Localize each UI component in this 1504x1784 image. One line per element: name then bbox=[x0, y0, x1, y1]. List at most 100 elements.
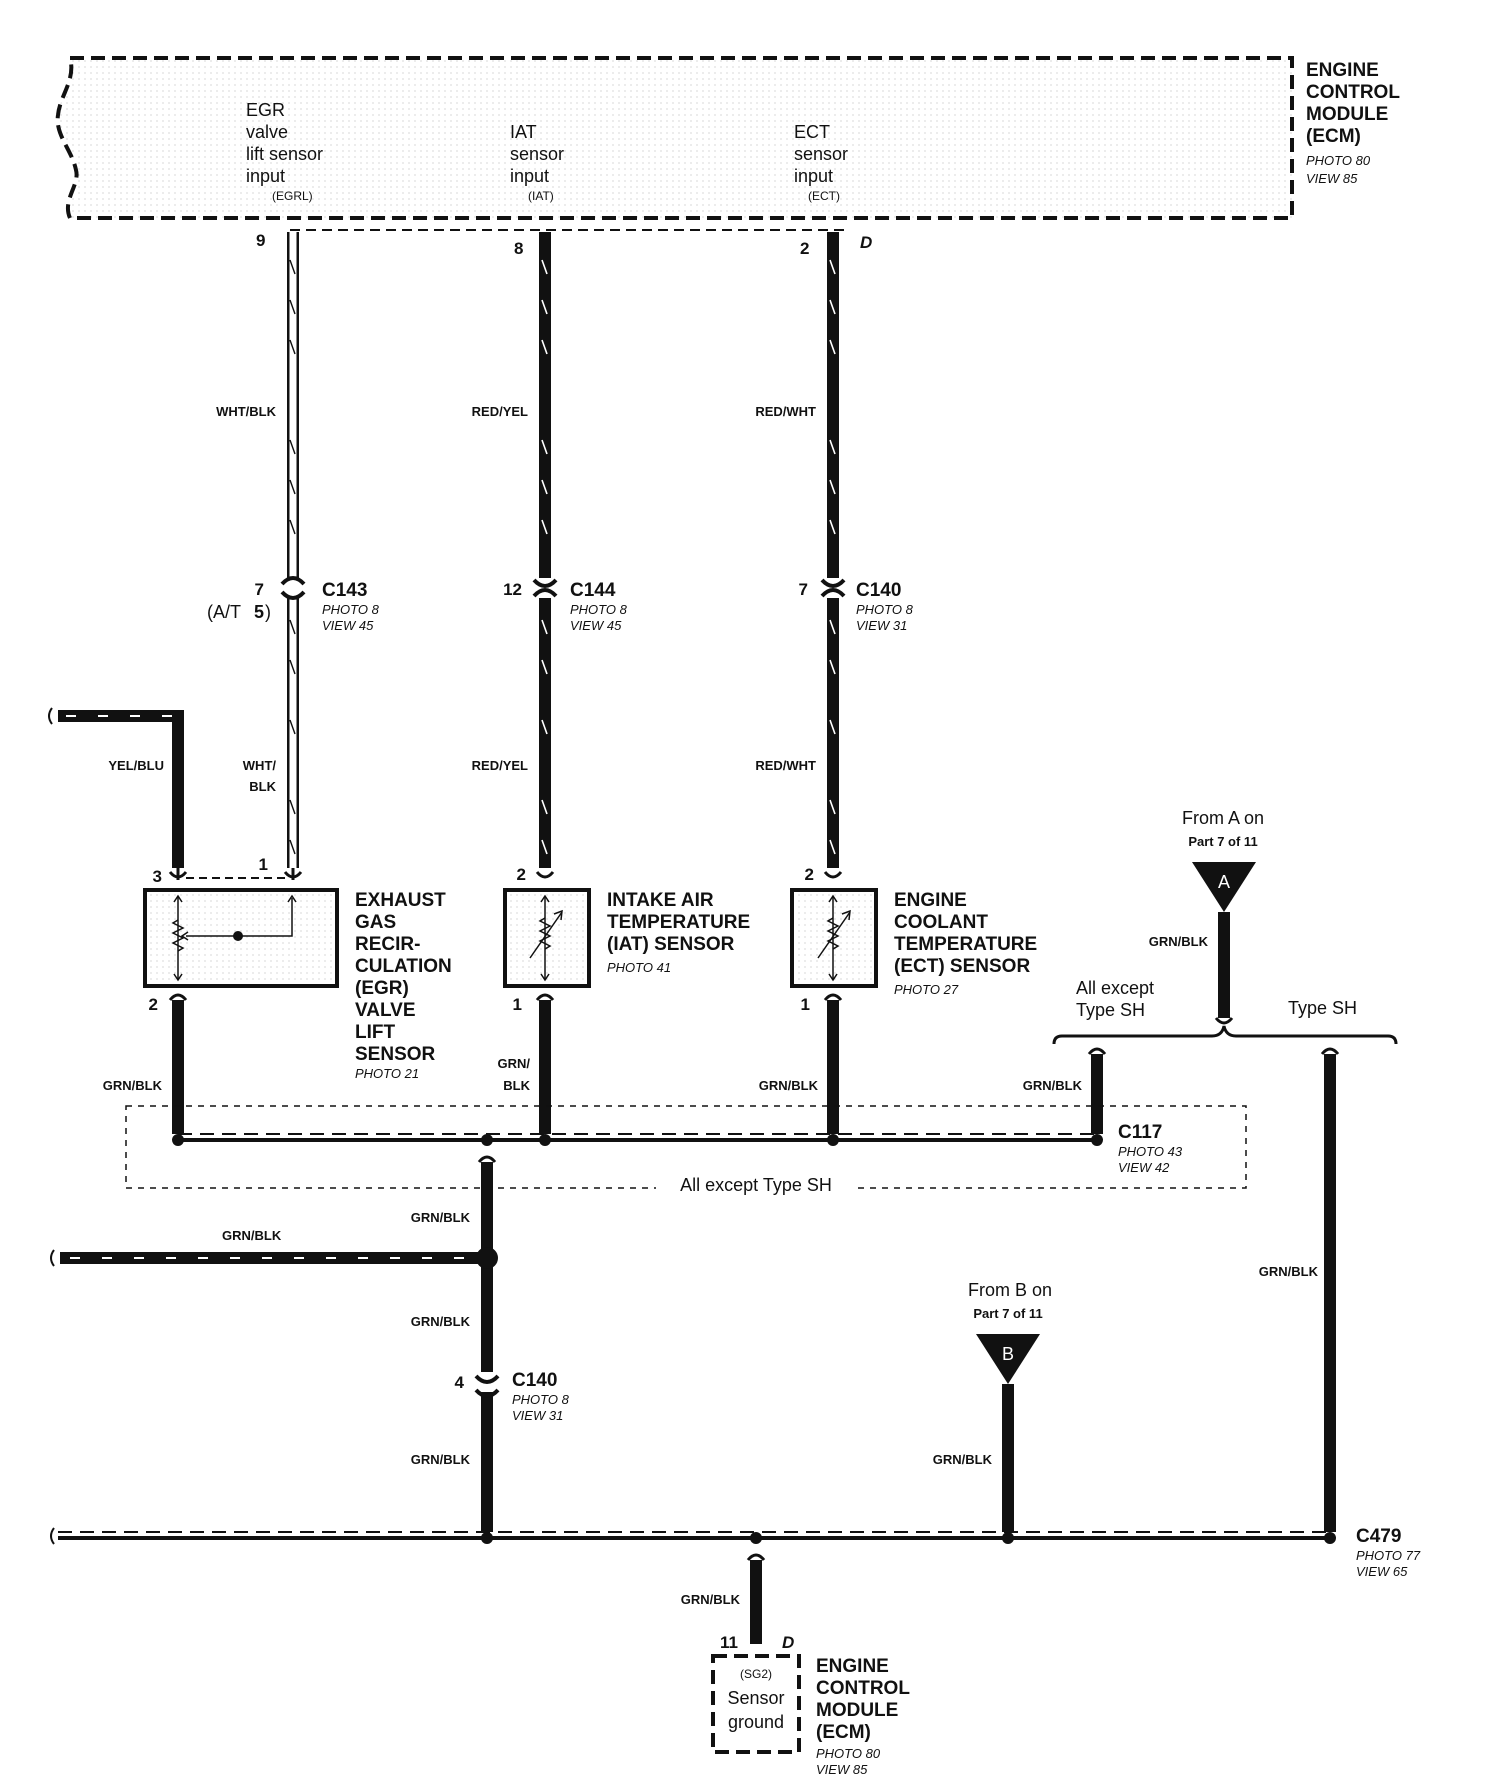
wire-color-label: BLK bbox=[503, 1078, 530, 1093]
svg-text:2: 2 bbox=[149, 995, 158, 1014]
wire-color-label: GRN/BLK bbox=[759, 1078, 819, 1093]
svg-text:CULATION: CULATION bbox=[355, 956, 452, 977]
svg-text:PHOTO 41: PHOTO 41 bbox=[607, 960, 671, 975]
egr-input-label: EGR valve lift sensor input (EGRL) 9 bbox=[246, 100, 323, 250]
svg-text:(ECM): (ECM) bbox=[816, 1722, 871, 1743]
wire-yel-blu bbox=[48, 707, 184, 868]
svg-text:VIEW 31: VIEW 31 bbox=[512, 1408, 563, 1423]
svg-text:PHOTO 80: PHOTO 80 bbox=[816, 1746, 881, 1761]
all-except-type-sh-label: All except Type SH bbox=[680, 1175, 832, 1195]
egr-wire-tracers bbox=[289, 259, 296, 855]
svg-text:(IAT) SENSOR: (IAT) SENSOR bbox=[607, 934, 735, 955]
svg-text:From B on: From B on bbox=[968, 1280, 1052, 1300]
svg-text:C144: C144 bbox=[570, 580, 616, 601]
svg-text:11: 11 bbox=[720, 1633, 738, 1652]
svg-text:lift sensor: lift sensor bbox=[246, 144, 323, 164]
iat-sensor-label: INTAKE AIR TEMPERATURE (IAT) SENSOR PHOT… bbox=[607, 890, 750, 975]
svg-text:2: 2 bbox=[805, 865, 814, 884]
svg-text:D: D bbox=[860, 233, 872, 252]
svg-text:2: 2 bbox=[800, 239, 809, 258]
svg-text:TEMPERATURE: TEMPERATURE bbox=[607, 912, 750, 933]
svg-text:Type SH: Type SH bbox=[1076, 1000, 1145, 1020]
connector-c143: 7 (A/T 5 ) C143 PHOTO 8 VIEW 45 bbox=[207, 576, 380, 633]
ect-sensor-label: ENGINE COOLANT TEMPERATURE (ECT) SENSOR … bbox=[894, 890, 1037, 997]
from-b-reference: From B on Part 7 of 11 B bbox=[968, 1280, 1052, 1532]
svg-text:EXHAUST: EXHAUST bbox=[355, 890, 446, 911]
from-a-reference: From A on Part 7 of 11 A bbox=[1182, 808, 1264, 1025]
connector-c479: C479 PHOTO 77 VIEW 65 bbox=[1356, 1526, 1421, 1579]
svg-text:7: 7 bbox=[799, 580, 808, 599]
svg-text:(A/T: (A/T bbox=[207, 602, 241, 622]
wire-color-label: GRN/BLK bbox=[933, 1452, 993, 1467]
svg-text:All except: All except bbox=[1076, 978, 1154, 998]
svg-text:2: 2 bbox=[517, 865, 526, 884]
svg-text:Type SH: Type SH bbox=[1288, 998, 1357, 1018]
svg-text:sensor: sensor bbox=[510, 144, 564, 164]
svg-text:ground: ground bbox=[728, 1712, 784, 1732]
svg-text:Part 7 of 11: Part 7 of 11 bbox=[1188, 834, 1257, 849]
svg-text:C117: C117 bbox=[1118, 1122, 1162, 1143]
svg-text:A: A bbox=[1218, 872, 1230, 892]
svg-text:B: B bbox=[1002, 1344, 1014, 1364]
wire-color-label: GRN/BLK bbox=[411, 1314, 471, 1329]
svg-text:(ECM): (ECM) bbox=[1306, 126, 1361, 147]
wire-ground-sensors bbox=[168, 993, 1107, 1134]
svg-text:3: 3 bbox=[153, 867, 162, 886]
svg-text:ENGINE: ENGINE bbox=[894, 890, 967, 911]
svg-text:D: D bbox=[782, 1633, 794, 1652]
svg-text:VIEW 85: VIEW 85 bbox=[1306, 171, 1358, 186]
svg-text:(EGR): (EGR) bbox=[355, 978, 409, 999]
svg-text:PHOTO 27: PHOTO 27 bbox=[894, 982, 959, 997]
svg-text:(EGRL): (EGRL) bbox=[272, 189, 313, 203]
svg-text:input: input bbox=[246, 166, 285, 186]
svg-text:5: 5 bbox=[254, 602, 264, 622]
wire-tracers bbox=[541, 259, 836, 855]
svg-text:VIEW 45: VIEW 45 bbox=[570, 618, 622, 633]
egr-sensor-label: EXHAUST GAS RECIR- CULATION (EGR) VALVE … bbox=[355, 890, 452, 1081]
svg-text:1: 1 bbox=[801, 995, 810, 1014]
wire-color-label: YEL/BLU bbox=[108, 758, 164, 773]
svg-text:(ECT) SENSOR: (ECT) SENSOR bbox=[894, 956, 1030, 977]
iat-input-label: IAT sensor input (IAT) 8 bbox=[510, 122, 564, 258]
c117-splice-bus bbox=[125, 1105, 1247, 1189]
svg-text:input: input bbox=[510, 166, 549, 186]
ecm-sensor-ground: 11 D (SG2) Sensor ground bbox=[711, 1633, 801, 1754]
svg-text:PHOTO 8: PHOTO 8 bbox=[512, 1392, 570, 1407]
variant-brace: All except Type SH Type SH bbox=[1052, 978, 1398, 1045]
ecm-bottom-title: ENGINE CONTROL MODULE (ECM) PHOTO 80 VIE… bbox=[816, 1656, 910, 1777]
svg-text:TEMPERATURE: TEMPERATURE bbox=[894, 934, 1037, 955]
svg-text:PHOTO 8: PHOTO 8 bbox=[570, 602, 628, 617]
svg-text:From A on: From A on bbox=[1182, 808, 1264, 828]
svg-text:ENGINE: ENGINE bbox=[816, 1656, 889, 1677]
wire-color-label: RED/YEL bbox=[472, 758, 528, 773]
connector-c144: 12 C144 PHOTO 8 VIEW 45 bbox=[503, 578, 628, 633]
svg-text:9: 9 bbox=[256, 231, 265, 250]
svg-text:VIEW 31: VIEW 31 bbox=[856, 618, 907, 633]
svg-text:VIEW 42: VIEW 42 bbox=[1118, 1160, 1170, 1175]
svg-text:MODULE: MODULE bbox=[816, 1700, 898, 1721]
svg-text:PHOTO 8: PHOTO 8 bbox=[322, 602, 380, 617]
svg-text:GAS: GAS bbox=[355, 912, 396, 933]
svg-text:LIFT: LIFT bbox=[355, 1022, 395, 1043]
svg-text:(IAT): (IAT) bbox=[528, 189, 554, 203]
svg-text:input: input bbox=[794, 166, 833, 186]
egr-valve-lift-sensor: 3 1 2 bbox=[143, 855, 339, 1014]
svg-text:SENSOR: SENSOR bbox=[355, 1044, 436, 1065]
svg-text:VALVE: VALVE bbox=[355, 1000, 416, 1021]
svg-text:VIEW 65: VIEW 65 bbox=[1356, 1564, 1408, 1579]
svg-text:(SG2): (SG2) bbox=[740, 1667, 772, 1681]
svg-text:ECT: ECT bbox=[794, 122, 830, 142]
wire-ground-trunk bbox=[476, 1155, 498, 1532]
wire-to-ecm-ground bbox=[746, 1553, 766, 1644]
wire-color-label: RED/WHT bbox=[755, 758, 816, 773]
wire-left-branch bbox=[50, 1249, 480, 1267]
svg-text:(ECT): (ECT) bbox=[808, 189, 840, 203]
wire-color-label: GRN/BLK bbox=[1023, 1078, 1083, 1093]
wire-color-label: GRN/BLK bbox=[411, 1210, 471, 1225]
svg-text:CONTROL: CONTROL bbox=[1306, 82, 1400, 103]
wire-color-label: GRN/BLK bbox=[1259, 1264, 1319, 1279]
svg-text:MODULE: MODULE bbox=[1306, 104, 1388, 125]
svg-text:ENGINE: ENGINE bbox=[1306, 60, 1379, 81]
wire-color-label: RED/WHT bbox=[755, 404, 816, 419]
svg-text:4: 4 bbox=[455, 1373, 465, 1392]
